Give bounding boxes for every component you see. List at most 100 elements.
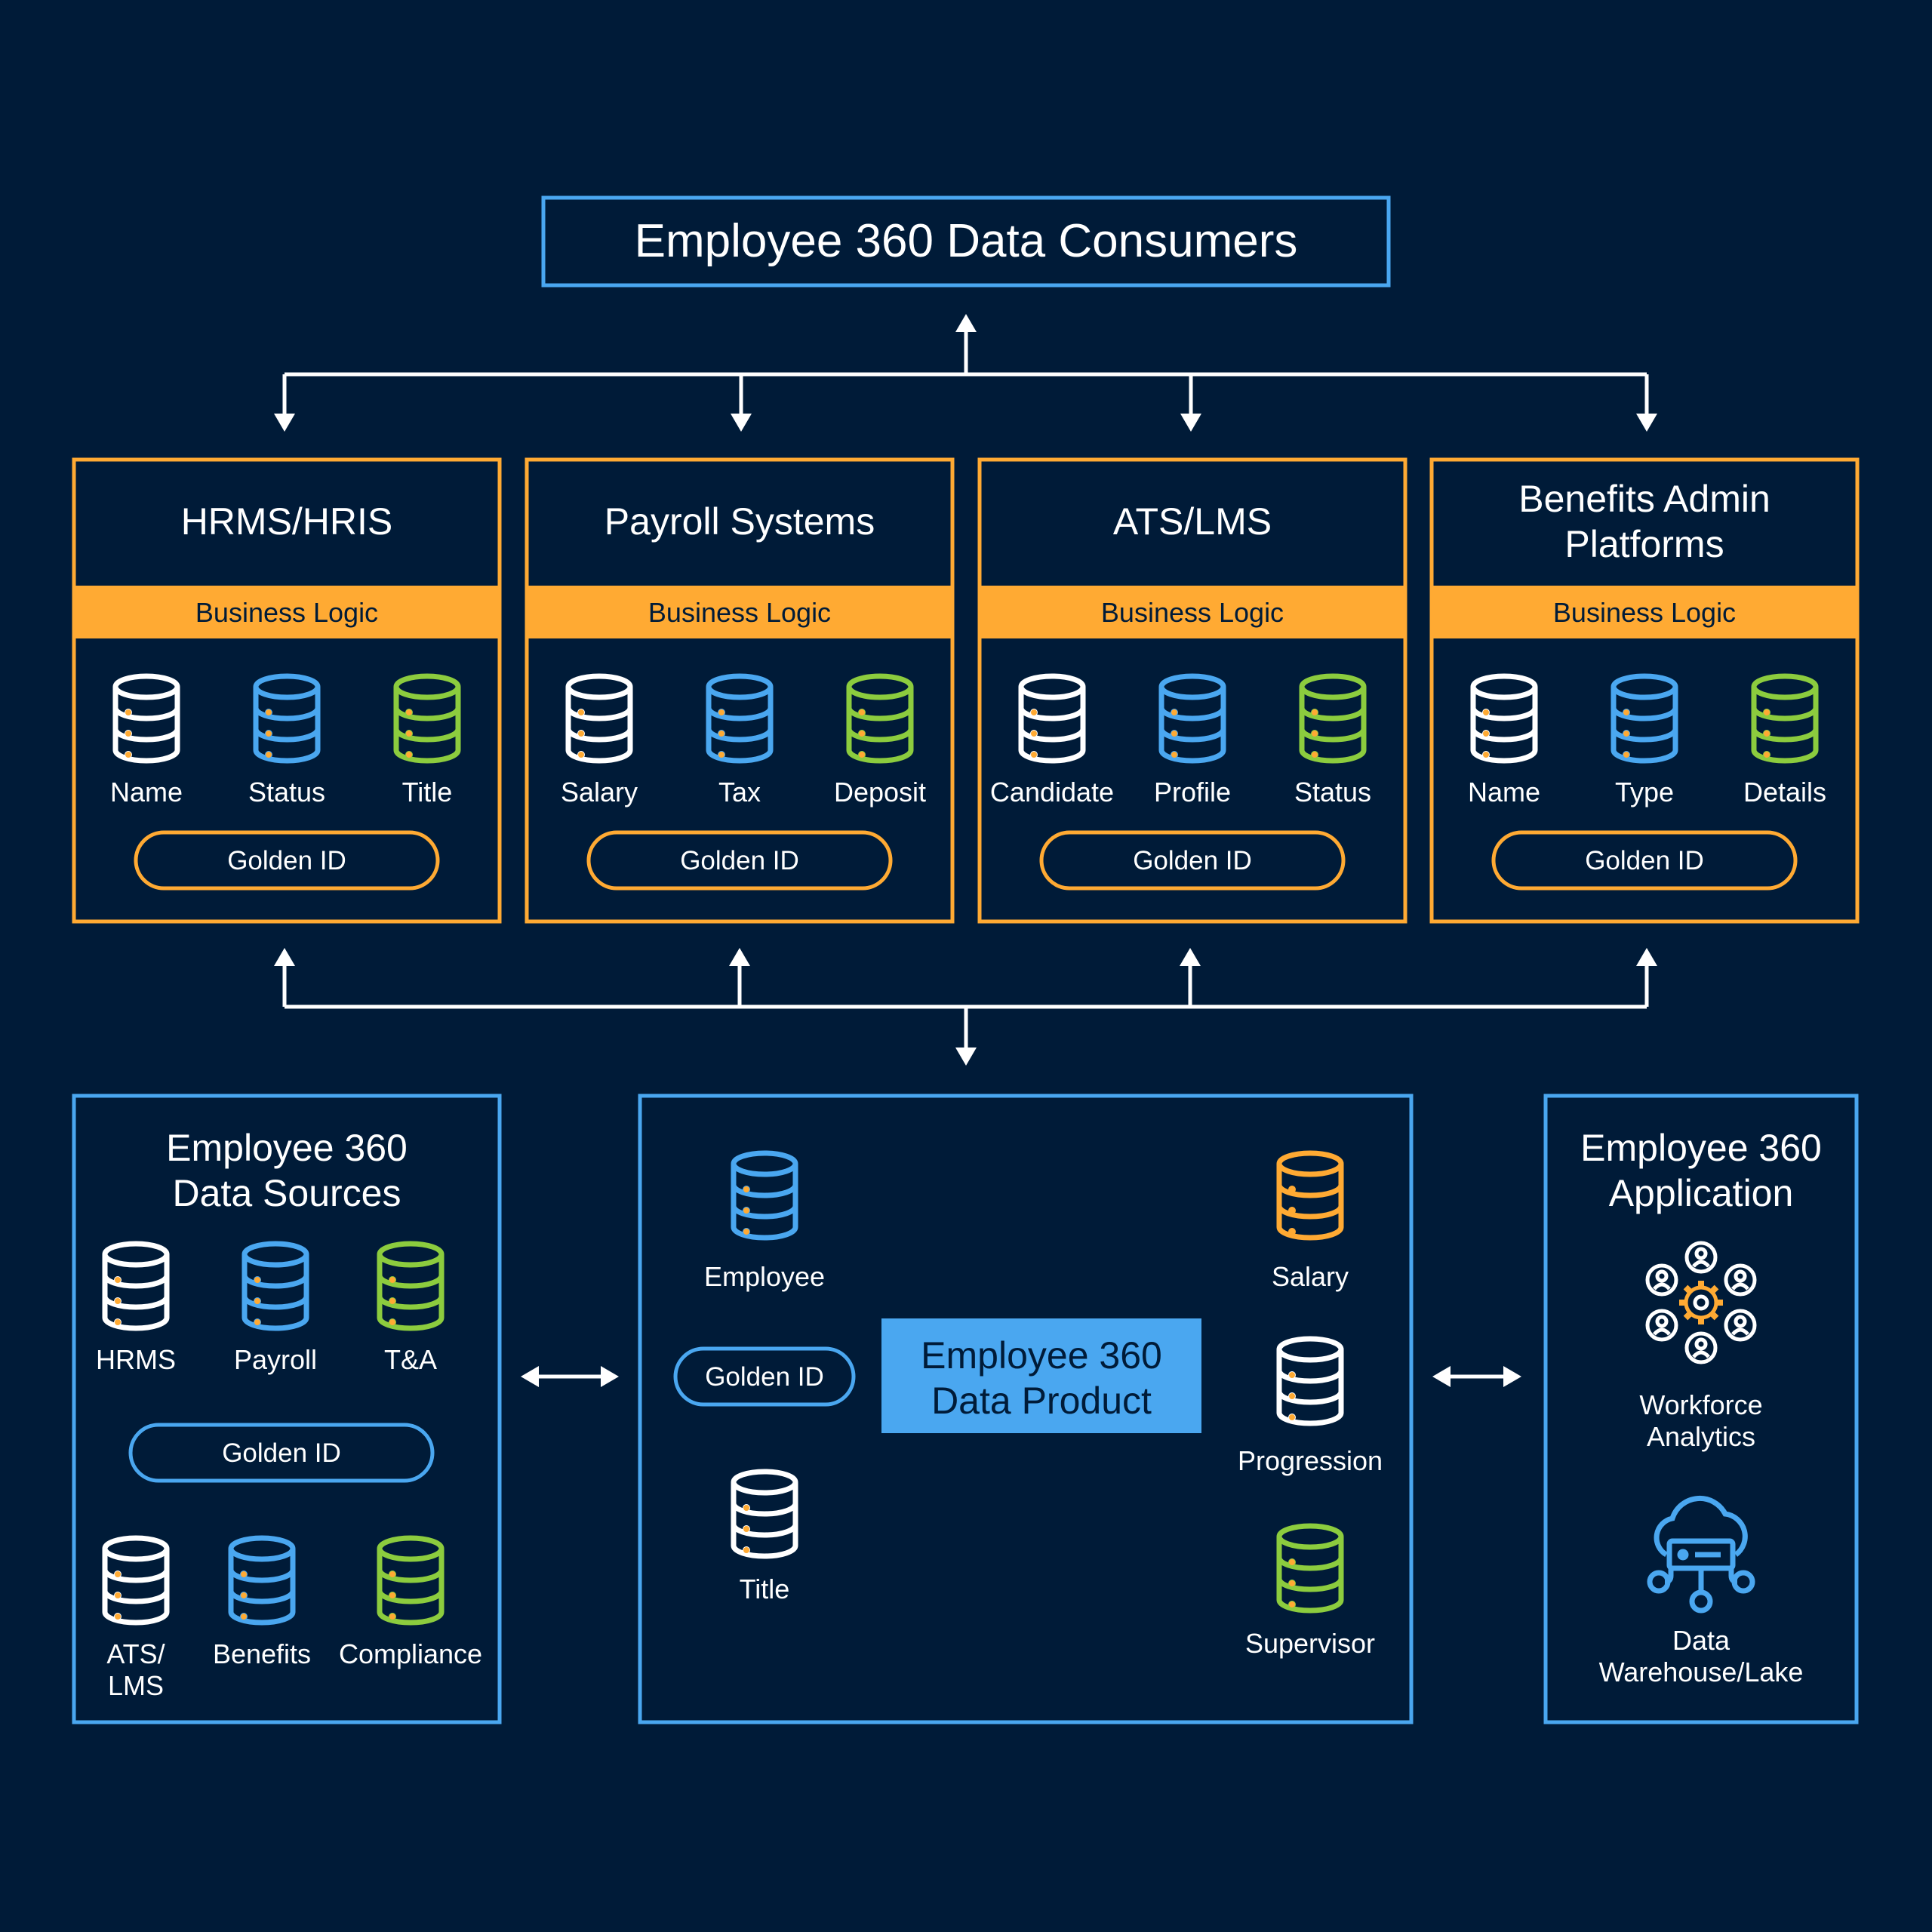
database-label: Status <box>1294 777 1371 808</box>
database-icon <box>849 676 911 761</box>
database-icon <box>709 676 771 761</box>
database-icon <box>115 676 177 761</box>
top-connector <box>282 326 1649 417</box>
database-icon <box>380 1538 441 1623</box>
source-label: T&A <box>384 1344 437 1375</box>
database-icon <box>1302 676 1364 761</box>
database-label: Name <box>110 777 183 808</box>
database-label: Type <box>1615 777 1674 808</box>
data-product-title: Data Product <box>931 1380 1152 1422</box>
database-label: Candidate <box>990 777 1114 808</box>
consumer-title: Platforms <box>1564 523 1724 565</box>
database-icon <box>1754 676 1816 761</box>
business-logic-label: Business Logic <box>1553 597 1736 628</box>
database-icon <box>1614 676 1675 761</box>
sources-title: Employee 360 <box>166 1127 408 1169</box>
sources-product-arrow <box>521 1366 619 1387</box>
source-label: ATS/ <box>106 1638 165 1669</box>
data-product-core <box>881 1318 1201 1433</box>
golden-id-pill: Golden ID <box>128 1423 435 1483</box>
consumers-header: Employee 360 Data Consumers <box>541 195 1391 288</box>
business-logic-label: Business Logic <box>1101 597 1284 628</box>
application-panel: Employee 360ApplicationWorkforceAnalytic… <box>1543 1094 1859 1724</box>
data-product-title: Employee 360 <box>921 1334 1162 1377</box>
golden-id-pill: Golden ID <box>586 830 893 891</box>
golden-id-pill: Golden ID <box>1491 830 1798 891</box>
database-icon <box>734 1472 795 1556</box>
product-db-label: Title <box>740 1574 790 1604</box>
golden-id-label: Golden ID <box>705 1362 824 1392</box>
top-connector-arrowheads <box>274 314 1657 432</box>
database-label: Profile <box>1154 777 1231 808</box>
database-icon <box>734 1153 795 1238</box>
database-icon <box>105 1538 167 1623</box>
product-db-label: Supervisor <box>1245 1628 1375 1659</box>
database-icon <box>1279 1339 1341 1423</box>
consumer-title: ATS/LMS <box>1113 500 1272 543</box>
source-label: Compliance <box>339 1638 482 1669</box>
golden-id-label: Golden ID <box>680 846 799 875</box>
golden-id-pill: Golden ID <box>673 1346 856 1407</box>
database-label: Details <box>1743 777 1826 808</box>
database-icon <box>380 1244 441 1328</box>
database-label: Salary <box>561 777 638 808</box>
database-icon <box>105 1244 167 1328</box>
database-icon <box>1161 676 1223 761</box>
application-item-label: Workforce <box>1639 1389 1762 1420</box>
source-label: HRMS <box>96 1344 176 1375</box>
golden-id-pill: Golden ID <box>1039 830 1346 891</box>
golden-id-pill: Golden ID <box>134 830 440 891</box>
middle-connector <box>282 963 1649 1051</box>
business-logic-band <box>981 586 1404 638</box>
source-label: Payroll <box>234 1344 317 1375</box>
database-label: Status <box>248 777 325 808</box>
application-item-label: Analytics <box>1647 1421 1755 1452</box>
golden-id-label: Golden ID <box>1585 846 1704 875</box>
consumers-header-title: Employee 360 Data Consumers <box>635 215 1298 267</box>
business-logic-label: Business Logic <box>648 597 831 628</box>
golden-id-label: Golden ID <box>227 846 346 875</box>
business-logic-band <box>75 586 498 638</box>
source-label: Benefits <box>213 1638 311 1669</box>
cloud-data-icon <box>1647 1495 1755 1614</box>
database-icon <box>396 676 458 761</box>
golden-id-label: Golden ID <box>1133 846 1252 875</box>
product-application-arrow <box>1432 1366 1521 1387</box>
database-label: Name <box>1468 777 1540 808</box>
database-icon <box>568 676 630 761</box>
workforce-analytics-icon <box>1645 1241 1757 1364</box>
database-icon <box>1279 1153 1341 1238</box>
business-logic-label: Business Logic <box>195 597 378 628</box>
consumer-title: HRMS/HRIS <box>181 500 393 543</box>
product-db-label: Salary <box>1272 1261 1349 1292</box>
database-label: Deposit <box>834 777 926 808</box>
database-icon <box>231 1538 293 1623</box>
business-logic-band <box>528 586 951 638</box>
application-title: Application <box>1609 1172 1794 1214</box>
database-icon <box>245 1244 306 1328</box>
database-icon <box>1473 676 1535 761</box>
product-db-label: Employee <box>704 1261 825 1292</box>
sources-title: Data Sources <box>173 1172 401 1214</box>
consumer-title: Benefits Admin <box>1518 478 1770 520</box>
database-icon <box>1279 1526 1341 1611</box>
application-item-label: Warehouse/Lake <box>1599 1657 1804 1687</box>
database-label: Title <box>402 777 453 808</box>
database-icon <box>256 676 318 761</box>
source-label: LMS <box>108 1670 164 1701</box>
golden-id-label: Golden ID <box>222 1438 341 1468</box>
database-icon <box>1021 676 1083 761</box>
middle-connector-arrowheads <box>274 948 1657 1066</box>
consumer-title: Payroll Systems <box>605 500 875 543</box>
application-title: Employee 360 <box>1580 1127 1822 1169</box>
business-logic-band <box>1433 586 1856 638</box>
product-db-label: Progression <box>1238 1445 1383 1476</box>
